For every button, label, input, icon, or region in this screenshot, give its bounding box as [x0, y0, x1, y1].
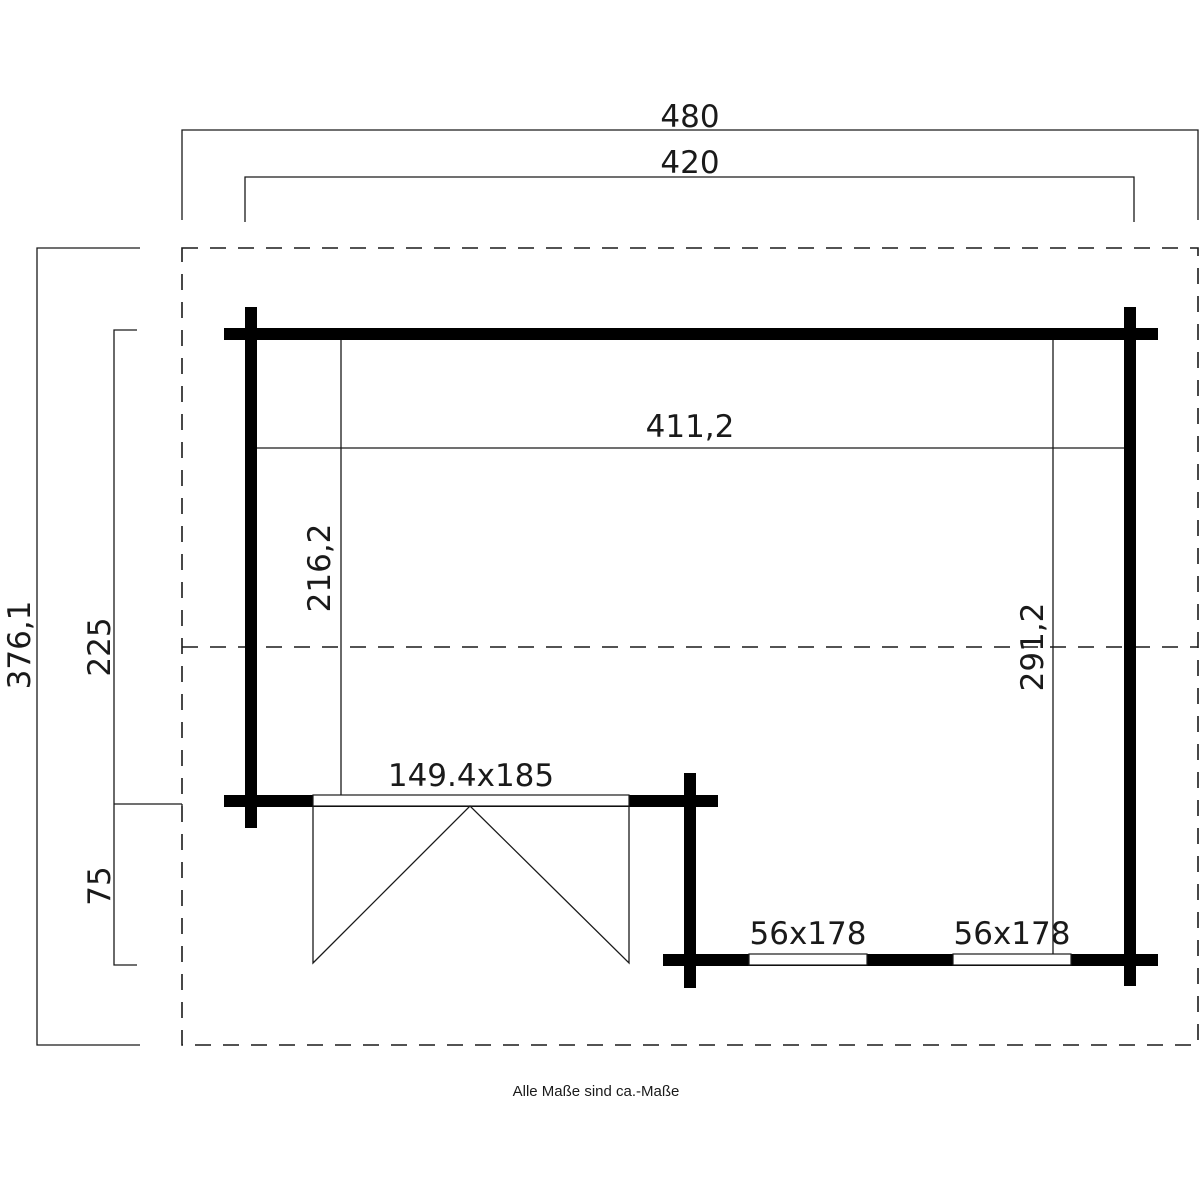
door-size-label: 149.4x185 [388, 758, 554, 794]
dimension-wall-width: 420 [244, 145, 1135, 222]
dimension-main-depth: 225 [82, 329, 183, 966]
window-2: 56x178 [952, 916, 1072, 966]
dimension-overall-width: 480 [181, 99, 1199, 220]
window-2-size-label: 56x178 [954, 916, 1071, 952]
double-door: 149.4x185 [312, 758, 630, 965]
dimension-label-overall-depth: 376,1 [2, 601, 38, 690]
window-1-size-label: 56x178 [750, 916, 867, 952]
log-walls [224, 307, 1158, 988]
dimension-overall-depth: 376,1 [2, 247, 140, 1046]
interior-right-depth-line: 291,2 [1015, 340, 1054, 954]
dimension-porch-depth: 75 [82, 866, 118, 905]
dimension-label-wall-width: 420 [660, 145, 719, 181]
interior-width-line: 411,2 [256, 409, 1124, 449]
dimension-label-porch-depth: 75 [82, 866, 118, 905]
interior-left-depth-line: 216,2 [302, 340, 342, 796]
dimension-label-overall-width: 480 [660, 99, 719, 135]
roof-outline [181, 247, 1199, 1046]
dimension-label-inner-width: 411,2 [646, 409, 735, 445]
dimension-label-left-inner-depth: 216,2 [302, 524, 338, 613]
window-1: 56x178 [748, 916, 868, 966]
dimension-label-main-depth: 225 [82, 617, 118, 676]
measurement-note: Alle Maße sind ca.-Maße [513, 1083, 680, 1100]
dimension-label-right-inner-depth: 291,2 [1015, 603, 1051, 692]
